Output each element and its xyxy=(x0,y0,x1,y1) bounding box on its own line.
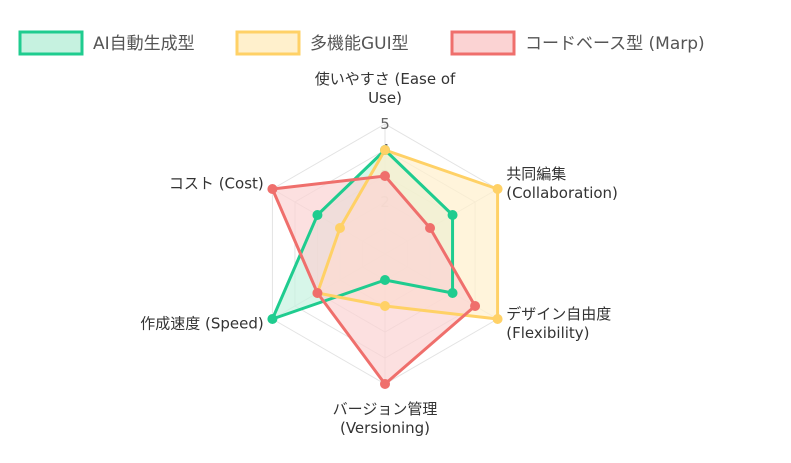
data-point-2-2 xyxy=(470,301,481,311)
data-point-2-0 xyxy=(380,171,390,181)
radar-series xyxy=(267,145,503,389)
data-point-2-3 xyxy=(380,379,390,389)
legend-item-1: 多機能GUI型 xyxy=(235,30,409,56)
data-point-2-4 xyxy=(312,288,323,298)
data-point-0-2 xyxy=(447,288,458,298)
axis-label-line: バージョン管理 xyxy=(333,400,438,418)
axis-label-line: コスト (Cost) xyxy=(169,175,264,193)
legend-item-0: AI自動生成型 xyxy=(18,30,195,56)
legend-swatch xyxy=(18,30,84,56)
axis-label-line: (Collaboration) xyxy=(506,184,618,202)
axis-label-line: (Versioning) xyxy=(340,419,430,437)
data-point-1-2 xyxy=(492,314,503,324)
axis-label-line: (Flexibility) xyxy=(506,324,589,342)
data-point-0-4 xyxy=(267,314,278,324)
axis-label-3: バージョン管理(Versioning) xyxy=(333,400,438,437)
data-point-1-1 xyxy=(492,184,503,194)
data-point-1-3 xyxy=(380,301,390,311)
legend: AI自動生成型 多機能GUI型 コードベース型 (Marp) xyxy=(18,30,705,56)
data-point-0-3 xyxy=(380,275,390,285)
data-point-2-5 xyxy=(267,184,278,194)
series-area-2 xyxy=(272,176,476,384)
axis-label-line: デザイン自由度 xyxy=(506,305,611,323)
axis-label-line: Use) xyxy=(368,89,402,107)
axis-label-line: 使いやすさ (Ease of xyxy=(315,70,456,88)
axis-label-line: 作成速度 (Speed) xyxy=(140,315,264,333)
axis-label-2: デザイン自由度(Flexibility) xyxy=(506,305,611,342)
data-point-0-5 xyxy=(312,210,323,220)
legend-swatch xyxy=(235,30,301,56)
data-point-0-1 xyxy=(447,210,458,220)
axis-label-5: コスト (Cost) xyxy=(169,175,264,193)
data-point-1-0 xyxy=(380,145,390,155)
axis-label-1: 共同編集(Collaboration) xyxy=(506,165,618,202)
data-point-2-1 xyxy=(425,223,436,233)
axis-label-4: 作成速度 (Speed) xyxy=(140,315,264,333)
axis-label-line: 共同編集 xyxy=(506,165,566,183)
legend-label: AI自動生成型 xyxy=(93,34,195,54)
legend-label: 多機能GUI型 xyxy=(310,34,409,54)
legend-label: コードベース型 (Marp) xyxy=(525,34,705,54)
legend-swatch xyxy=(450,30,516,56)
radial-tick-label-5: 5 xyxy=(380,115,390,133)
data-point-1-5 xyxy=(334,223,345,233)
legend-item-2: コードベース型 (Marp) xyxy=(450,30,705,56)
